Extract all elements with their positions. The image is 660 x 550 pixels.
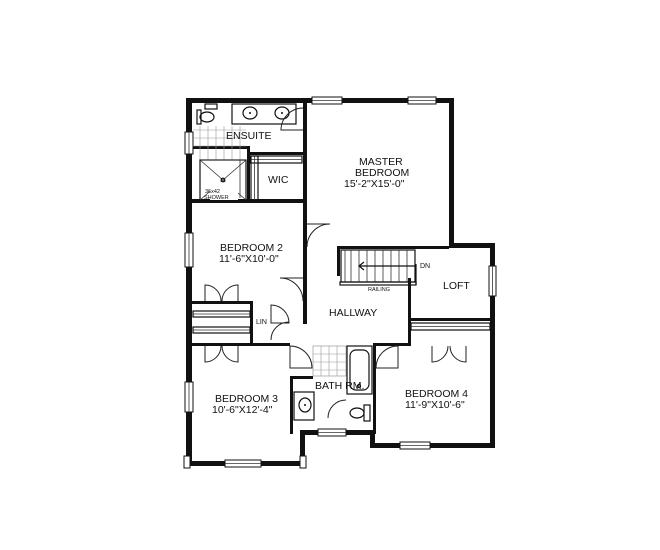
master-name-line1: MASTER [359, 156, 403, 168]
windows [183, 96, 497, 469]
bedroom4-door [375, 345, 399, 369]
wic-label: WIC [268, 174, 289, 186]
lin-label: LIN [256, 319, 267, 326]
master-dims: 15'-2"X15'-0" [344, 178, 405, 190]
bedroom2-door [279, 277, 304, 302]
ensuite-label: ENSUITE [226, 130, 272, 142]
ensuite-door [280, 107, 304, 131]
bedroom3-label: BEDROOM 3 [215, 393, 278, 405]
stair-dn-label: DN [420, 263, 430, 270]
loft-label: LOFT [443, 280, 470, 292]
shower-size-label: 36x42 [205, 189, 220, 195]
bedroom4-label: BEDROOM 4 [405, 388, 468, 400]
bath-fixtures [293, 345, 373, 422]
ensuite-fixtures [193, 103, 297, 201]
bedroom4-closet [410, 322, 491, 363]
bedroom3-closet [192, 326, 251, 363]
ensuite-tile-floor [193, 126, 246, 160]
wic-shelving [249, 155, 303, 201]
railing-label: RAILING [368, 287, 390, 293]
hallway-label: HALLWAY [329, 307, 377, 319]
bedroom3-door [289, 345, 313, 369]
lin-door [270, 304, 290, 324]
shower-label: SHOWER [204, 195, 229, 201]
bedroom2-closet [192, 284, 251, 318]
bedroom2-dims: 11'-6"X10'-0" [219, 253, 279, 265]
interior-walls [192, 103, 490, 434]
bath-label: BATH RM. [315, 380, 364, 392]
master-door [306, 223, 331, 248]
bedroom2-label: BEDROOM 2 [220, 242, 283, 254]
bedroom3-dims: 10'-6"X12'-4" [212, 404, 273, 416]
staircase [339, 249, 417, 286]
bedroom4-dims: 11'-9"X10'-6" [405, 399, 465, 411]
master-name-line2: BEDROOM [355, 167, 409, 179]
